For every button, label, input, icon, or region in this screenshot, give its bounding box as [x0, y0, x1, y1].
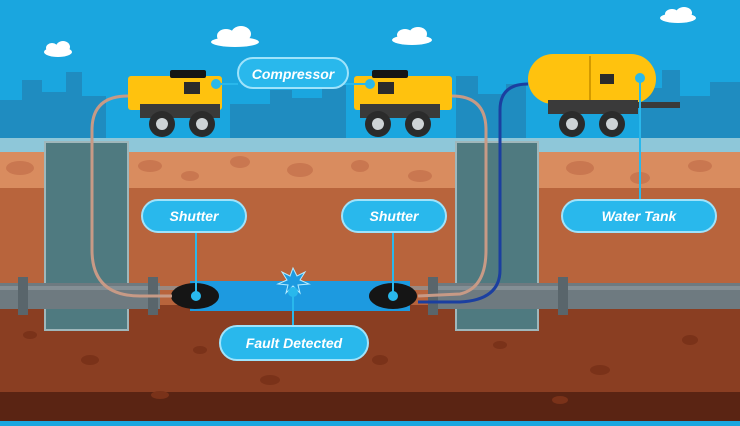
water-tank-hose — [418, 82, 529, 304]
ground-surface — [0, 138, 740, 152]
cloud-icon — [392, 27, 432, 45]
water-tank-label: Water Tank — [561, 199, 717, 233]
compressor-label: Compressor — [237, 57, 349, 89]
shutter-right-label: Shutter — [341, 199, 447, 233]
water-tank-trailer-icon — [528, 54, 680, 137]
svg-text:Shutter: Shutter — [170, 208, 221, 224]
svg-text:Water Tank: Water Tank — [602, 208, 678, 224]
svg-text:Compressor: Compressor — [252, 66, 336, 82]
soil-rocks-dark — [23, 331, 698, 404]
pipe-flange-left — [18, 277, 28, 315]
cloud-icon — [211, 26, 259, 47]
pipe-flange-right — [558, 277, 568, 315]
fault-detected-label: Fault Detected — [219, 325, 369, 361]
svg-text:Fault Detected: Fault Detected — [246, 335, 343, 351]
soil-bottom-layer — [0, 392, 740, 421]
compressor-hose-right — [417, 94, 488, 298]
compressor-machine-icon — [128, 70, 222, 137]
fault-burst-icon — [276, 266, 311, 295]
compressor-hose-left — [90, 94, 172, 298]
svg-text:Shutter: Shutter — [370, 208, 421, 224]
shutter-left-label: Shutter — [141, 199, 247, 233]
cloud-icon — [660, 7, 696, 23]
callout-connectors — [191, 73, 645, 326]
cloud-icon — [44, 41, 72, 57]
compressor-machine-icon — [354, 70, 452, 137]
